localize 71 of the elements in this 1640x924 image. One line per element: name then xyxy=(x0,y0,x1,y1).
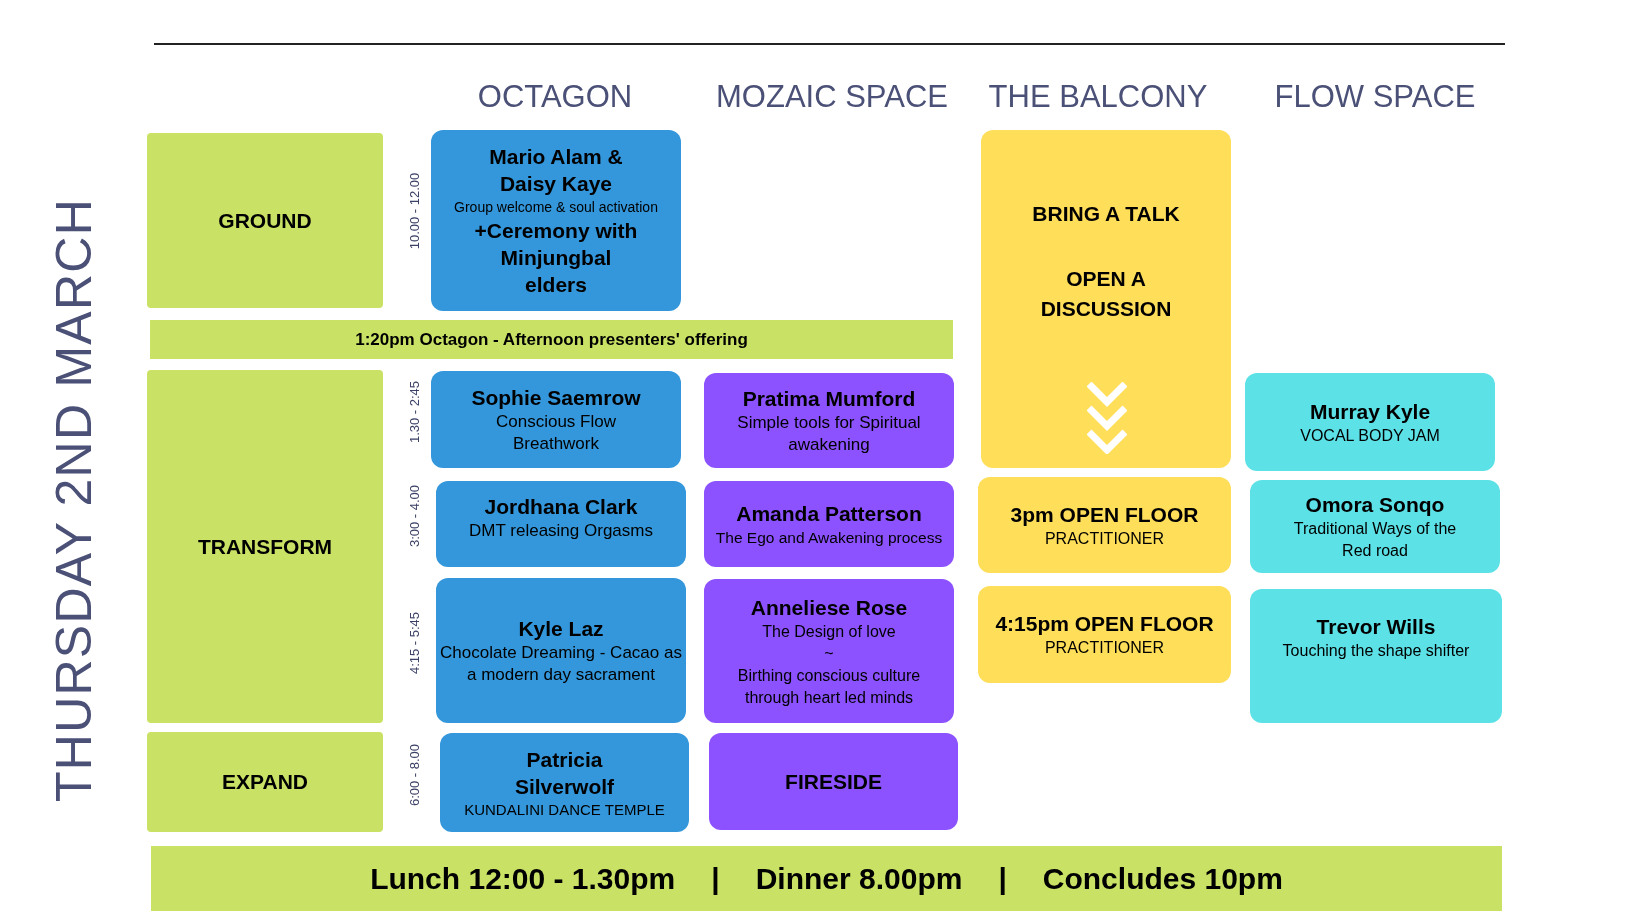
session-text: +Ceremony with Minjungbal elders xyxy=(473,218,639,298)
session-text: The Design of love xyxy=(762,621,896,642)
session-card xyxy=(440,733,689,832)
session-text: Simple tools for Spiritual awakening xyxy=(736,412,922,456)
session-card xyxy=(704,579,954,723)
session-card xyxy=(1250,480,1500,573)
session-title: Lunch 12:00 - 1.30pm xyxy=(370,861,676,897)
session-title: BRING A TALK xyxy=(1032,201,1180,227)
session-card xyxy=(431,371,681,468)
session-title: Amanda Patterson xyxy=(736,500,922,527)
session-card xyxy=(709,733,958,830)
column-header: FLOW SPACE xyxy=(1274,78,1476,116)
column-header: OCTAGON xyxy=(477,78,633,116)
session-card xyxy=(1245,373,1495,471)
open-session-card xyxy=(978,477,1231,573)
session-text: Concludes 10pm xyxy=(1042,861,1283,897)
session-text: DMT releasing Orgasms xyxy=(469,520,653,542)
session-title: Patricia Silverwolf xyxy=(513,746,616,800)
session-title: 1:20pm Octagon - Afternoon presenters' offering xyxy=(355,328,748,351)
session-title: Kyle Laz xyxy=(518,616,604,642)
session-card xyxy=(431,130,681,311)
session-card xyxy=(704,481,954,567)
session-text: Conscious Flow Breathwork xyxy=(495,411,617,455)
session-text: Traditional Ways of the Red road xyxy=(1292,519,1458,561)
section-band xyxy=(147,370,383,723)
session-title: Murray Kyle xyxy=(1309,398,1431,425)
session-text: OPEN A DISCUSSION xyxy=(1039,265,1173,322)
section-band xyxy=(147,732,383,832)
session-title: Omora Sonqo xyxy=(1305,492,1445,518)
column-header: MOZAIC SPACE xyxy=(716,78,948,116)
time-label: 6:00 - 8.00 xyxy=(406,743,424,806)
session-title: GROUND xyxy=(218,207,312,234)
time-label: 10.00 - 12.00 xyxy=(406,172,424,249)
session-text: | xyxy=(711,861,720,897)
session-text: ~ xyxy=(824,643,834,664)
session-text: Group welcome & soul activation xyxy=(454,198,658,217)
session-card xyxy=(436,481,686,567)
footer-bar xyxy=(151,846,1502,911)
session-text: VOCAL BODY JAM xyxy=(1300,425,1440,446)
session-title: 3pm OPEN FLOOR xyxy=(1010,501,1199,528)
session-title: Mario Alam & Daisy Kaye xyxy=(488,144,624,197)
time-label: 4:15 - 5:45 xyxy=(406,611,424,674)
session-title: 4:15pm OPEN FLOOR xyxy=(995,611,1214,637)
announcement-bar xyxy=(150,320,953,359)
session-title: Trevor Wills xyxy=(1316,614,1436,640)
open-session-card xyxy=(981,130,1231,468)
session-title: TRANSFORM xyxy=(197,533,333,560)
section-band xyxy=(147,133,383,308)
column-header: THE BALCONY xyxy=(988,78,1208,116)
session-card xyxy=(436,578,686,723)
session-text: Birthing conscious culture through heart led minds xyxy=(736,665,922,708)
time-label: 1.30 - 2:45 xyxy=(406,380,424,443)
session-text: Dinner 8.00pm xyxy=(755,861,963,897)
session-text: PRACTITIONER xyxy=(1044,528,1165,549)
session-text: | xyxy=(998,861,1007,897)
vertical-title: THURSDAY 2ND MARCH xyxy=(44,198,103,802)
open-session-card xyxy=(978,586,1231,683)
session-title: Jordhana Clark xyxy=(484,494,638,520)
session-text: The Ego and Awakening process xyxy=(715,527,943,548)
session-text: Touching the shape shifter xyxy=(1282,641,1470,661)
session-title: FIRESIDE xyxy=(785,769,882,795)
session-text: PRACTITIONER xyxy=(1044,638,1165,658)
session-title: Anneliese Rose xyxy=(750,594,908,621)
session-card xyxy=(704,373,954,468)
session-title: Sophie Saemrow xyxy=(471,385,641,411)
time-label: 3:00 - 4.00 xyxy=(406,484,424,548)
session-title: EXPAND xyxy=(222,769,308,796)
session-title: Pratima Mumford xyxy=(742,386,916,412)
session-card xyxy=(1250,589,1502,723)
session-text: KUNDALINI DANCE TEMPLE xyxy=(464,799,665,820)
session-text: Chocolate Dreaming - Cacao as a modern day sacrament xyxy=(439,642,683,686)
